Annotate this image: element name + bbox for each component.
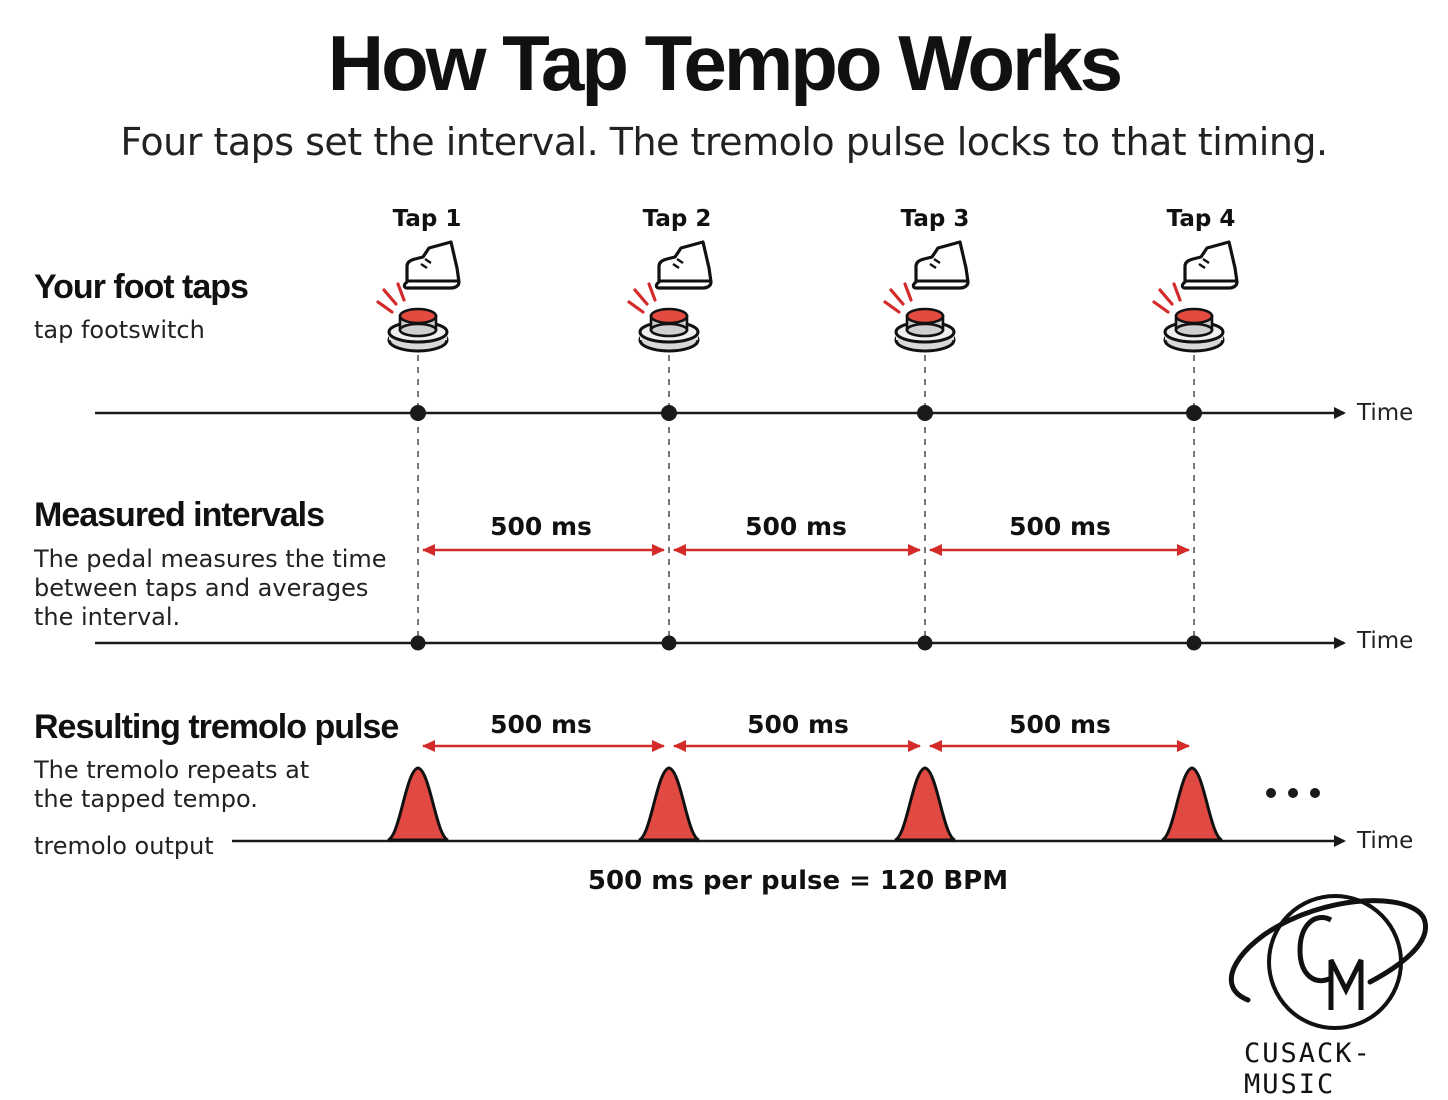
caption-line: the tapped tempo. [34, 785, 258, 813]
caption-line: between taps and averages [34, 574, 369, 602]
interval-label-3: 500 ms [1009, 512, 1111, 541]
row-heading-foot-taps: Your foot taps [34, 268, 249, 306]
row-caption-foot-taps: tap footswitch [34, 316, 205, 344]
tap-marker [1186, 405, 1202, 421]
boot-icon [654, 240, 713, 290]
page-subtitle: Four taps set the interval. The tremolo … [120, 120, 1328, 164]
tap-marker [410, 635, 426, 651]
tap-label-4: Tap 4 [1166, 206, 1236, 232]
footswitch-icon [883, 282, 956, 353]
pulse-interval-label-1: 500 ms [490, 710, 592, 739]
cusack-music-logo [1228, 894, 1428, 1030]
footswitch-icon [1152, 282, 1225, 353]
tap-label-3: Tap 3 [900, 206, 970, 232]
page-title: How Tap Tempo Works [327, 19, 1123, 107]
row-heading-intervals: Measured intervals [34, 496, 325, 534]
boot-icon [911, 240, 970, 290]
interval-label-1: 500 ms [490, 512, 592, 541]
boot-icon [1180, 240, 1239, 290]
footswitch-icon [627, 282, 700, 353]
tap-marker [661, 405, 677, 421]
boot-icon [402, 240, 461, 290]
tremolo-pulse [637, 766, 701, 842]
pulse-axis-label: tremolo output [34, 832, 214, 860]
time-label-taps: Time [1357, 400, 1414, 426]
tap-marker [1186, 635, 1202, 651]
tap-marker [917, 405, 933, 421]
tap-marker [410, 405, 426, 421]
caption-line: The pedal measures the time [34, 545, 387, 573]
logo-wordmark: CUSACK-MUSIC [1244, 1038, 1372, 1100]
tap-label-1: Tap 1 [392, 206, 462, 232]
interval-label-2: 500 ms [745, 512, 847, 541]
row-caption-intervals: The pedal measures the time between taps… [34, 545, 387, 632]
footswitch-icon [376, 282, 449, 353]
ellipsis-icon [1266, 788, 1320, 798]
tremolo-pulse [1160, 766, 1224, 842]
row-heading-pulse: Resulting tremolo pulse [34, 708, 399, 746]
tap-marker [917, 635, 933, 651]
caption-line: the interval. [34, 603, 181, 631]
tremolo-pulse [893, 766, 957, 842]
row-caption-pulse: The tremolo repeats at the tapped tempo. [34, 756, 309, 814]
tremolo-pulse [386, 766, 450, 842]
tap-label-2: Tap 2 [642, 206, 712, 232]
tap-marker [661, 635, 677, 651]
time-label-intervals: Time [1357, 628, 1414, 654]
time-label-pulse: Time [1357, 828, 1414, 854]
pulse-interval-label-3: 500 ms [1009, 710, 1111, 739]
tempo-summary: 500 ms per pulse = 120 BPM [587, 866, 1009, 896]
caption-line: The tremolo repeats at [34, 756, 310, 784]
pulse-interval-label-2: 500 ms [747, 710, 849, 739]
